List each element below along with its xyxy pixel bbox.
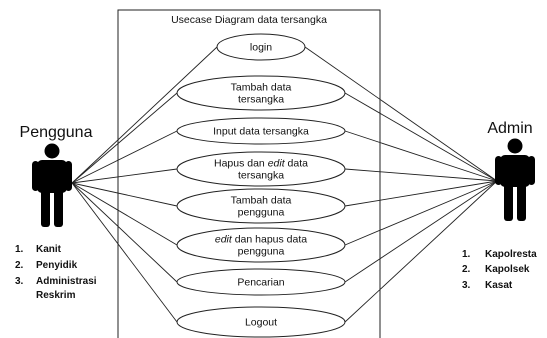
association-line-admin-6 [344, 180, 498, 246]
association-line-pengguna-1 [71, 46, 218, 184]
association-line-admin-4 [344, 168, 498, 182]
use-case-4-label-line-1: Hapus dan edit data [214, 158, 308, 170]
use-case-ellipse-3 [176, 117, 346, 145]
use-case-ellipse-2 [176, 75, 346, 111]
admin-role-2: Kapolsek [485, 264, 530, 275]
association-line-admin-2 [344, 92, 498, 182]
association-line-pengguna-6 [71, 182, 178, 246]
use-case-ellipse-4 [176, 151, 346, 187]
use-case-8-label-line-1: Logout [245, 317, 277, 329]
use-case-6-label-line-2: pengguna [238, 246, 285, 258]
association-line-admin-8 [344, 180, 498, 323]
use-case-1: login [216, 33, 306, 61]
association-line-admin-1 [304, 46, 498, 182]
use-case-7: Pencarian [176, 268, 346, 296]
association-line-pengguna-8 [71, 182, 178, 323]
admin-role-2-num: 2. [462, 264, 471, 275]
use-case-ellipse-6 [176, 227, 346, 263]
association-line-pengguna-5 [71, 182, 178, 207]
use-case-5-label-line-1: Tambah data [231, 195, 292, 207]
use-case-2-label-line-2: tersangka [238, 94, 284, 106]
association-line-pengguna-4 [71, 168, 178, 184]
association-line-admin-5 [344, 180, 498, 207]
association-line-pengguna-3 [71, 130, 178, 184]
use-case-ellipse-7 [176, 268, 346, 296]
use-case-5-label-line-2: pengguna [238, 207, 285, 219]
use-case-6-label-line-1: edit dan hapus data [215, 234, 307, 246]
pengguna-role-2-num: 2. [15, 260, 24, 271]
association-line-admin-3 [344, 130, 498, 182]
pengguna-role-2: Penyidik [36, 260, 78, 271]
admin-role-3-num: 3. [462, 280, 471, 291]
use-case-7-label-line-1: Pencarian [237, 277, 284, 289]
actor-admin: Admin 1. Kapolresta 2. Kapolsek 3. Kasat [462, 120, 537, 291]
actor-pengguna: Pengguna 1. Kanit 2. Penyidik 3. Adminis… [15, 124, 97, 301]
system-boundary [117, 9, 381, 338]
association-line-pengguna-2 [71, 92, 178, 184]
actor-admin-icon [495, 138, 535, 221]
pengguna-role-1-num: 1. [15, 244, 24, 255]
use-case-2-label-line-1: Tambah data [231, 82, 292, 94]
actor-pengguna-icon [32, 143, 72, 227]
admin-role-1-num: 1. [462, 249, 471, 260]
use-case-3: Input data tersangka [176, 117, 346, 145]
admin-role-3: Kasat [485, 280, 513, 291]
use-case-ellipse-8 [176, 306, 346, 338]
association-line-pengguna-7 [71, 182, 178, 283]
pengguna-role-3-num: 3. [15, 276, 24, 287]
actor-admin-roles: 1. Kapolresta 2. Kapolsek 3. Kasat [462, 249, 537, 291]
use-case-8: Logout [176, 306, 346, 338]
use-case-ellipse-5 [176, 188, 346, 224]
use-case-1-label-line-1: login [250, 42, 272, 54]
actor-pengguna-name: Pengguna [20, 124, 93, 141]
association-lines [71, 46, 498, 323]
system-title: Usecase Diagram data tersangka [171, 14, 327, 26]
use-case-3-label-line-1: Input data tersangka [213, 126, 309, 138]
association-line-admin-7 [344, 180, 498, 283]
use-case-ellipse-1 [216, 33, 306, 61]
actor-admin-name: Admin [487, 120, 532, 137]
pengguna-role-1: Kanit [36, 244, 62, 255]
admin-role-1: Kapolresta [485, 249, 537, 260]
use-case-4-label-line-2: tersangka [238, 170, 284, 182]
